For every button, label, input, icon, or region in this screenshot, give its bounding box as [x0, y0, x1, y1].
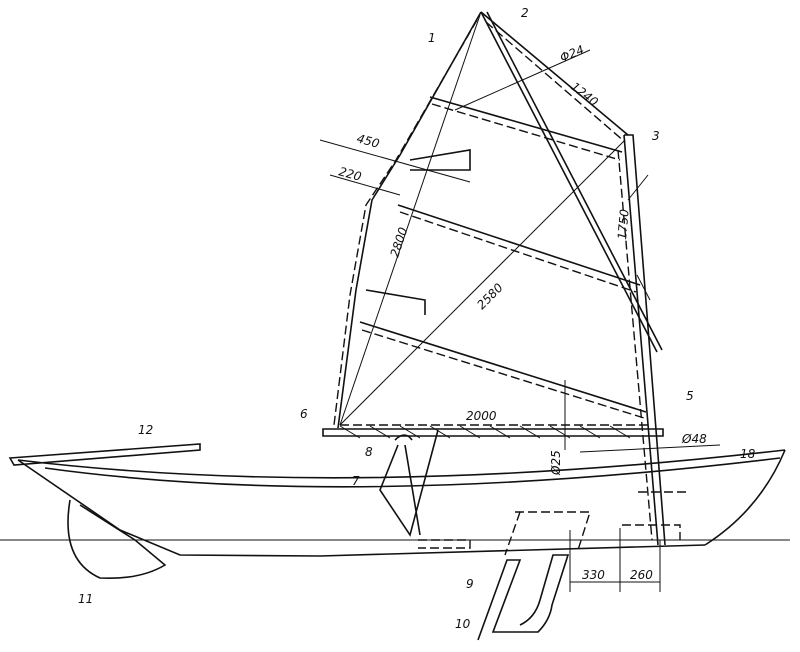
label-8: 8	[365, 445, 373, 459]
daggerboard	[477, 554, 570, 641]
callout-labels: 1 2 3 5 6 7 8 9 10 11 12 18	[78, 6, 756, 631]
label-7: 7	[352, 474, 360, 488]
dim-330: 330	[582, 568, 605, 582]
sprit	[480, 11, 663, 353]
label-2: 2	[521, 6, 529, 20]
dim-450: 450	[355, 131, 381, 151]
dim-220: 220	[337, 164, 363, 184]
label-5: 5	[686, 389, 694, 403]
label-3: 3	[652, 129, 660, 143]
dim-2580: 2580	[474, 280, 506, 312]
dim-boom-diameter: Ø25	[549, 450, 563, 476]
sail-lacing	[339, 425, 631, 439]
dim-2000: 2000	[466, 409, 497, 423]
label-6: 6	[300, 407, 308, 421]
label-18: 18	[740, 447, 756, 461]
boom	[322, 428, 664, 437]
hull	[0, 449, 790, 557]
sail	[333, 11, 650, 429]
dim-sprit-diameter: Φ24	[558, 43, 586, 65]
label-9: 9	[466, 577, 474, 591]
label-10: 10	[455, 617, 471, 631]
dim-260: 260	[630, 568, 653, 582]
label-12: 12	[138, 423, 153, 437]
label-1: 1	[428, 31, 436, 45]
dim-1750: 1750	[615, 208, 632, 240]
dim-2800: 2800	[388, 225, 411, 259]
rudder	[67, 499, 167, 580]
dim-mast-diameter: Ø48	[681, 432, 707, 446]
mast	[623, 134, 666, 546]
tiller	[8, 443, 201, 466]
dim-1240: 1240	[568, 79, 601, 109]
dimension-lines	[319, 14, 721, 592]
label-11: 11	[78, 592, 93, 606]
mast-stays	[379, 429, 439, 537]
